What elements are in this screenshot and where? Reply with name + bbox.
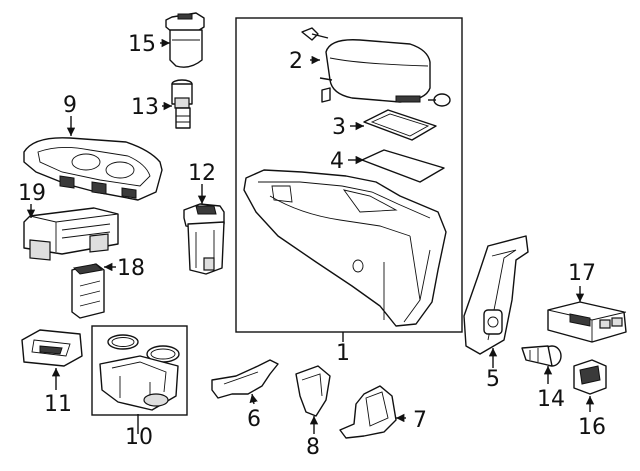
part-11-base-tray [21,329,83,367]
part-7-bracket [339,385,397,439]
callout-2: 2 [289,49,303,74]
callout-13: 13 [131,95,159,120]
part-12-socket [183,203,225,275]
callout-15: 15 [128,32,156,57]
leader-lines [26,38,595,434]
callout-9: 9 [63,93,77,118]
part-5-side-panel [463,235,529,355]
callout-16: 16 [578,415,606,440]
part-2-armrest-lid [301,27,451,107]
part-16-switch [573,359,607,395]
callout-7: 7 [413,408,427,433]
callout-19: 19 [18,181,46,206]
part-4-mat [361,149,445,183]
callout-6: 6 [247,407,261,432]
callout-1: 1 [336,341,350,366]
console-assembly-frame [235,17,463,333]
part-19-switch-base [23,207,119,261]
callout-3: 3 [332,115,346,140]
callout-8: 8 [306,435,320,460]
part-8-bracket [295,365,331,417]
part-18-switch [71,263,105,319]
callout-5: 5 [486,367,500,392]
part-13-socket [171,79,193,129]
callout-4: 4 [330,149,344,174]
part-15-socket [165,12,205,68]
callout-18: 18 [117,256,145,281]
part-14-socket [521,345,562,367]
cup-holder-frame [91,325,188,416]
callout-11: 11 [44,392,72,417]
part-1-console-body [243,169,447,327]
part-6-bracket [211,359,279,399]
part-10-cup-holder [99,334,180,411]
part-17-switch-panel [547,301,627,343]
callout-14: 14 [537,387,565,412]
callout-10: 10 [125,425,153,450]
part-3-tray [363,109,437,141]
part-9-console-upper-panel [23,137,163,201]
callout-12: 12 [188,161,216,186]
callout-17: 17 [568,261,596,286]
